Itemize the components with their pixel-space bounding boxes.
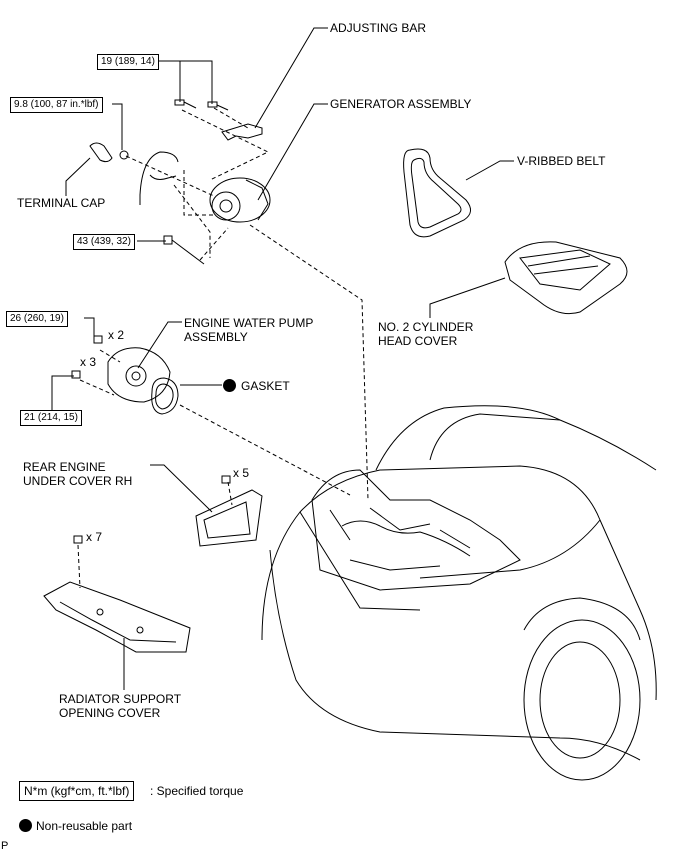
dash-nut-terminal bbox=[125, 155, 215, 197]
terminal-nut-part bbox=[119, 150, 129, 160]
v-ribbed-belt-part bbox=[403, 148, 471, 238]
label-radiator-line2: OPENING COVER bbox=[59, 706, 161, 720]
dash-bolts-adjusting bbox=[181, 109, 270, 181]
qty-x5: x 5 bbox=[233, 466, 250, 480]
radiator-cover-bolt bbox=[73, 535, 83, 544]
leader-t26 bbox=[84, 317, 95, 340]
radiator-support-cover-part bbox=[43, 581, 191, 653]
corner-mark: P bbox=[1, 840, 9, 852]
label-head-cover-line2: HEAD COVER bbox=[378, 334, 458, 348]
label-v-ribbed-belt: V-RIBBED BELT bbox=[517, 154, 606, 168]
rear-under-cover-part bbox=[195, 489, 263, 547]
dash-gasket-to-engine bbox=[179, 404, 351, 496]
dash-gen-to-engine bbox=[249, 224, 369, 501]
leader-t21 bbox=[51, 375, 74, 412]
torque-box-26: 26 (260, 19) bbox=[6, 311, 68, 327]
adjusting-bar-part bbox=[221, 123, 263, 141]
wire-harness-part bbox=[139, 151, 179, 205]
bolt-adjusting-2 bbox=[207, 101, 229, 111]
rear-cover-bolt bbox=[221, 475, 231, 484]
leader-head-cover bbox=[429, 277, 506, 318]
torque-box-9-8: 9.8 (100, 87 in.*lbf) bbox=[10, 97, 103, 113]
pump-bolt-2 bbox=[71, 370, 81, 379]
dash-wire-2 bbox=[173, 184, 211, 258]
label-adjusting-bar: ADJUSTING BAR bbox=[330, 21, 427, 35]
label-rear-cover-line2: UNDER COVER RH bbox=[23, 474, 133, 488]
leader-generator bbox=[257, 103, 328, 201]
leader-water-pump bbox=[137, 321, 182, 369]
dash-long-bolt bbox=[199, 227, 229, 261]
dash-radiator-bolt bbox=[77, 544, 81, 589]
torque-box-19: 19 (189, 14) bbox=[97, 54, 159, 70]
non-reusable-dot-gasket bbox=[223, 379, 236, 392]
leader-adjusting-bar bbox=[254, 27, 328, 129]
label-radiator-line1: RADIATOR SUPPORT bbox=[59, 692, 182, 706]
head-cover-part bbox=[504, 241, 628, 315]
leader-rear-cover bbox=[150, 464, 213, 513]
legend-non-reusable-dot bbox=[19, 819, 32, 832]
terminal-cap-part bbox=[89, 142, 113, 163]
label-water-pump-line2: ASSEMBLY bbox=[184, 330, 248, 344]
qty-x7: x 7 bbox=[86, 530, 103, 544]
legend-unit-box: N*m (kgf*cm, ft.*lbf) bbox=[19, 781, 135, 801]
leader-terminal-cap bbox=[65, 157, 91, 196]
dash-pump-bolt bbox=[99, 349, 121, 363]
vehicle-outline bbox=[261, 405, 657, 781]
leader-t19-b bbox=[156, 60, 213, 104]
dash-cover-bolt bbox=[227, 481, 233, 506]
torque-box-21: 21 (214, 15) bbox=[20, 410, 82, 426]
pump-bolt-1 bbox=[93, 335, 103, 344]
leader-t98 bbox=[112, 103, 123, 150]
legend-specified-torque: : Specified torque bbox=[150, 784, 244, 798]
torque-box-43: 43 (439, 32) bbox=[73, 234, 135, 250]
label-terminal-cap: TERMINAL CAP bbox=[17, 196, 106, 210]
leader-v-belt bbox=[465, 160, 514, 181]
label-gasket: GASKET bbox=[241, 379, 290, 393]
generator-part bbox=[209, 177, 271, 223]
dash-pump-bolt-2 bbox=[79, 379, 115, 396]
gasket-part bbox=[151, 377, 179, 415]
dash-wire-1 bbox=[183, 170, 214, 216]
label-generator-assembly: GENERATOR ASSEMBLY bbox=[330, 97, 472, 111]
long-bolt-part bbox=[163, 235, 205, 265]
label-rear-cover-line1: REAR ENGINE bbox=[23, 460, 106, 474]
legend-non-reusable-text: Non-reusable part bbox=[36, 819, 133, 833]
bolt-adjusting-1 bbox=[174, 99, 197, 109]
label-head-cover-line1: NO. 2 CYLINDER bbox=[378, 320, 474, 334]
water-pump-part bbox=[107, 347, 171, 403]
dash-bolt-generator bbox=[213, 107, 249, 129]
label-water-pump-line1: ENGINE WATER PUMP bbox=[184, 316, 314, 330]
qty-x2: x 2 bbox=[108, 328, 125, 342]
qty-x3: x 3 bbox=[80, 355, 97, 369]
